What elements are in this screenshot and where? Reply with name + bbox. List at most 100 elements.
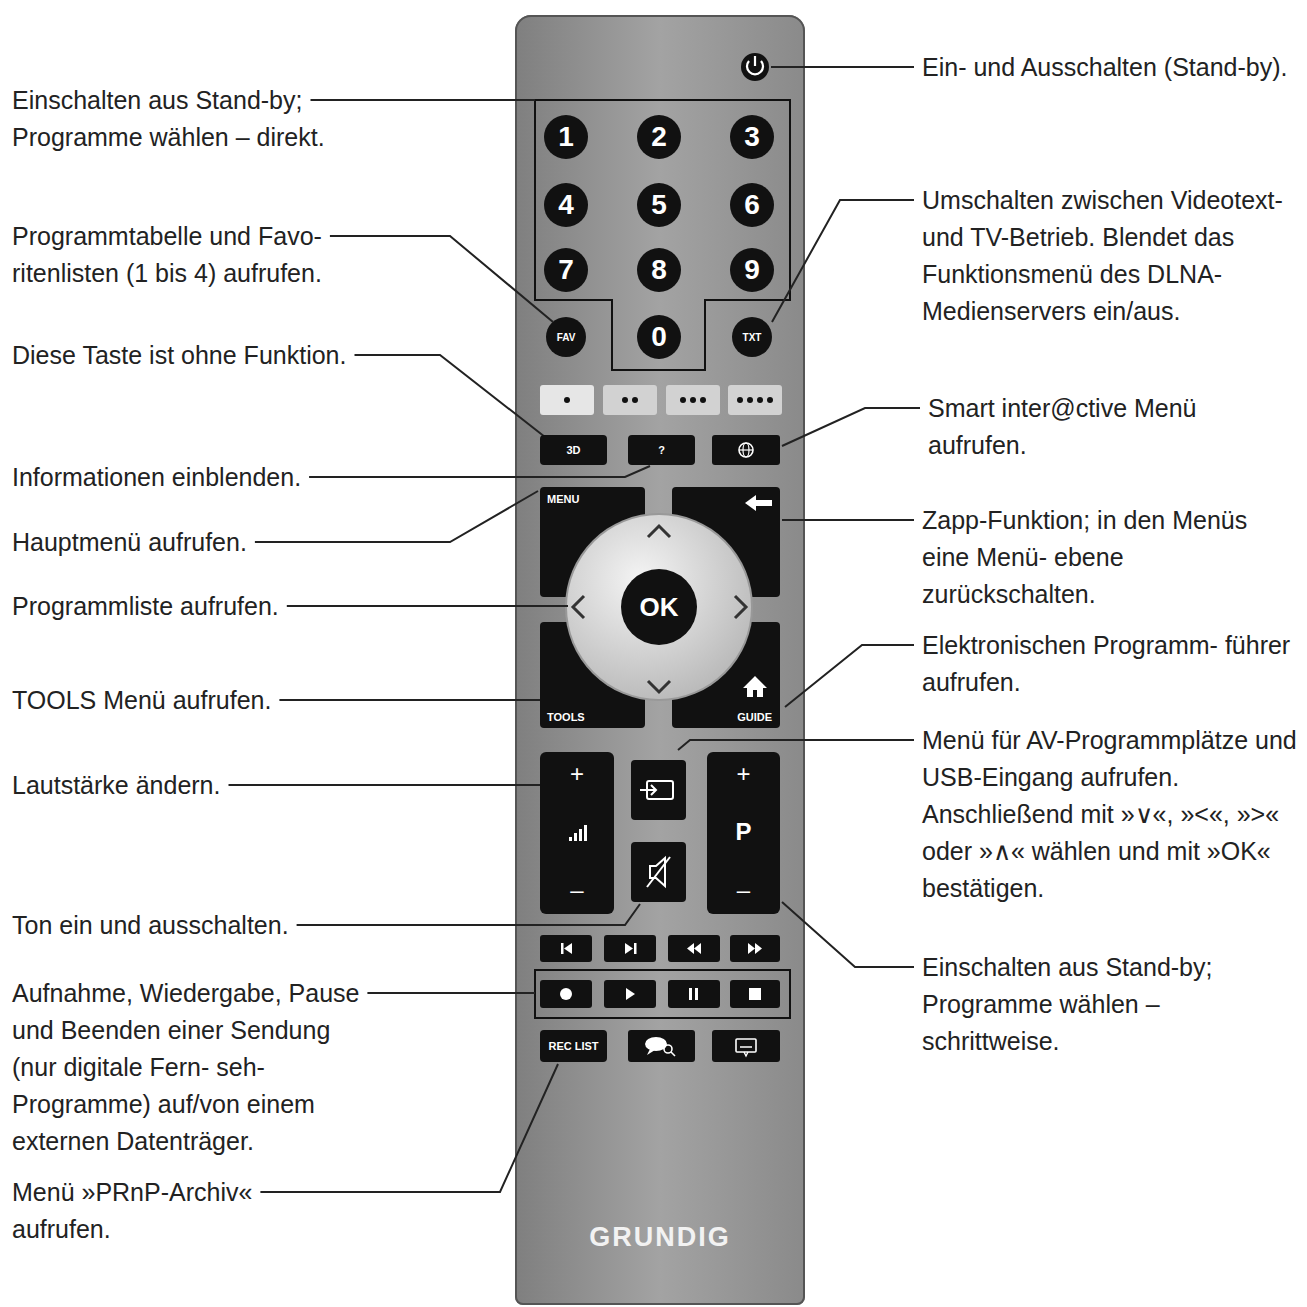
remote-button: +– <box>540 752 614 914</box>
volume-bar <box>584 825 587 841</box>
button-label: 4 <box>558 189 574 221</box>
remote-circle <box>757 397 763 403</box>
remote-body: GRUNDIG123456789FAV0TXT3D?MENUOKTOOLSGUI… <box>515 15 805 1305</box>
leader-line <box>330 236 553 322</box>
remote-circle <box>700 397 706 403</box>
remote-rect <box>730 980 780 1008</box>
callout-text: Lautstärke ändern. <box>12 767 412 804</box>
callout-text: Aufnahme, Wiedergabe, Pause und Beenden … <box>12 975 367 1160</box>
remote-circle <box>622 397 628 403</box>
remote-button: REC LIST <box>540 1030 607 1062</box>
button-label: + <box>570 760 584 788</box>
remote-rect <box>604 980 656 1008</box>
callout-text: Einschalten aus Stand-by; Programme wähl… <box>922 949 1297 1060</box>
brand-logo: GRUNDIG <box>515 1222 805 1253</box>
remote-g <box>741 53 769 81</box>
remote-rect <box>712 435 780 465</box>
remote-path <box>640 785 656 795</box>
remote-rect <box>631 842 686 902</box>
callout-text: Informationen einblenden. <box>12 459 412 496</box>
callout-text: Diese Taste ist ohne Funktion. <box>12 337 412 374</box>
button-label: 3D <box>566 444 580 456</box>
button-label: TXT <box>743 332 762 343</box>
remote-g <box>712 435 780 465</box>
button-label: 3 <box>744 121 760 153</box>
volume-bar <box>574 833 577 841</box>
remote-rect <box>634 943 637 954</box>
remote-rect <box>695 988 698 1000</box>
remote-g <box>540 385 782 415</box>
remote-button: OK <box>621 569 697 645</box>
remote-button: 0 <box>637 315 681 359</box>
button-label: TOOLS <box>547 711 585 723</box>
remote-rect <box>540 385 594 415</box>
leader-line <box>678 740 914 750</box>
remote-button: 6 <box>730 183 774 227</box>
remote-g <box>535 935 790 1018</box>
leader-line <box>782 408 920 446</box>
remote-rect <box>561 943 564 954</box>
button-label: ? <box>658 444 665 456</box>
remote-button: TXT <box>732 317 772 357</box>
leader-line <box>311 99 536 101</box>
button-label: MENU <box>547 493 579 505</box>
callout-text: Menü »PRnP-Archiv« aufrufen. <box>12 1174 312 1248</box>
remote-button: 7 <box>544 248 588 292</box>
remote-button: MENU <box>540 487 645 597</box>
leader-line <box>279 699 540 701</box>
remote-button: 3 <box>730 115 774 159</box>
callout-text: Ein- und Ausschalten (Stand-by). <box>922 49 1297 86</box>
remote-path <box>745 495 772 511</box>
leader-line <box>367 992 535 994</box>
leader-line <box>771 66 914 68</box>
leader-line <box>297 904 640 925</box>
leader-line <box>772 200 914 322</box>
volume-bar <box>569 837 572 841</box>
remote-path <box>743 676 767 697</box>
callout-text: Menü für AV-Programmplätze und USB-Einga… <box>922 722 1302 907</box>
callout-text: Programmtabelle und Favo- ritenlisten (1… <box>12 218 392 292</box>
button-label: 8 <box>651 254 667 286</box>
callout-text: Umschalten zwischen Videotext- und TV-Be… <box>922 182 1297 330</box>
callout-text: Hauptmenü aufrufen. <box>12 524 412 561</box>
remote-circle <box>737 397 743 403</box>
leader-line <box>782 902 914 967</box>
callout-text: Elektronischen Programm- führer aufrufen… <box>922 627 1297 701</box>
remote-button: 3D <box>540 435 607 465</box>
remote-line <box>647 857 670 887</box>
button-label: REC LIST <box>548 1040 598 1052</box>
leader-line <box>229 784 546 786</box>
remote-button: 2 <box>637 115 681 159</box>
remote-circle <box>690 397 696 403</box>
remote-path <box>687 943 701 954</box>
callout-text: TOOLS Menü aufrufen. <box>12 682 412 719</box>
remote-path <box>625 943 633 954</box>
remote-button: 8 <box>637 248 681 292</box>
button-label: 1 <box>558 121 574 153</box>
leader-line <box>782 519 914 521</box>
remote-circle <box>567 515 751 699</box>
remote-line <box>754 56 756 66</box>
leader-line <box>785 645 914 707</box>
leader-line <box>309 466 650 477</box>
remote-line <box>739 449 753 450</box>
remote-button: FAV <box>546 317 586 357</box>
remote-path <box>535 100 790 370</box>
remote-rect <box>535 970 790 1018</box>
remote-polyline <box>648 681 670 692</box>
remote-path <box>748 943 762 954</box>
remote-rect <box>712 1030 780 1062</box>
leader-line <box>260 1064 558 1192</box>
remote-rect <box>736 1039 756 1052</box>
button-label: 0 <box>651 321 667 353</box>
remote-rect <box>668 980 720 1008</box>
button-label: 7 <box>558 254 574 286</box>
callout-text: Zapp-Funktion; in den Menüs eine Menü- e… <box>922 502 1297 613</box>
button-label: FAV <box>557 332 576 343</box>
remote-rect <box>603 385 657 415</box>
remote-button: 1 <box>544 115 588 159</box>
remote-path <box>564 943 572 954</box>
remote-rect <box>604 935 656 962</box>
remote-button: 5 <box>637 183 681 227</box>
remote-polyline <box>648 526 670 537</box>
